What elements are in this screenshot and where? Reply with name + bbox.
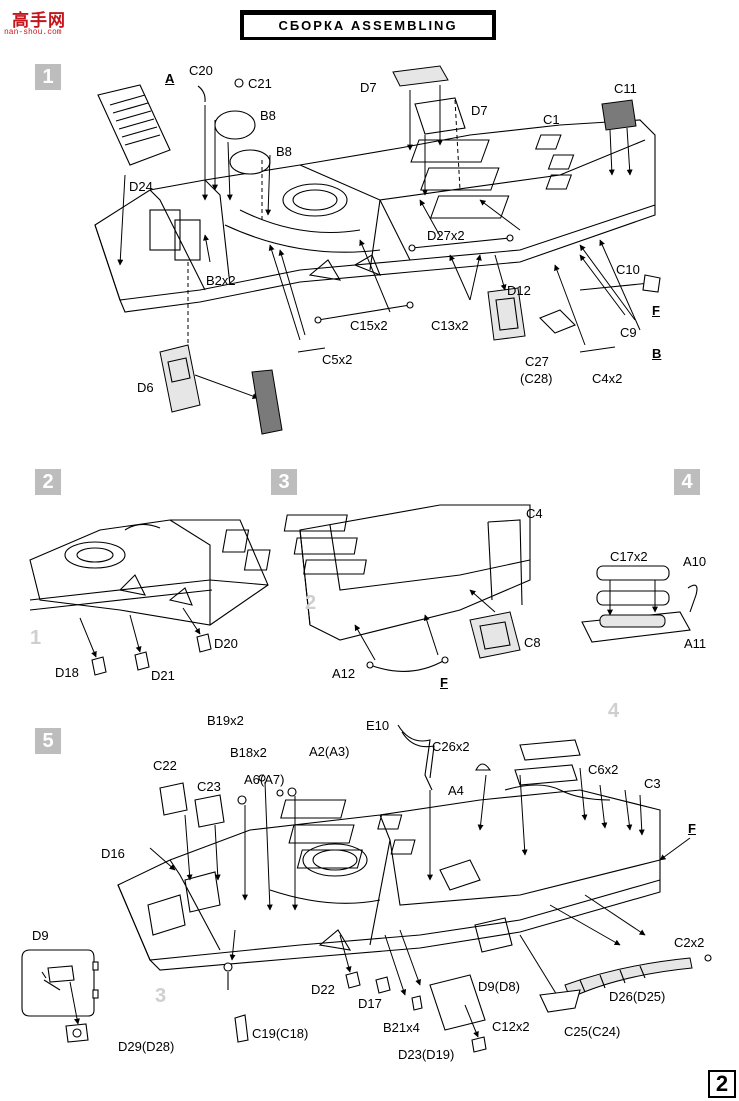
part-b8-top: B8 [260, 108, 276, 123]
part-d24: D24 [129, 179, 153, 194]
part-a4: A4 [448, 783, 464, 798]
part-d29-d28: D29(D28) [118, 1039, 175, 1054]
part-d7-right: D7 [471, 103, 488, 118]
part-c15x2: C15x2 [350, 318, 388, 333]
part-d21: D21 [151, 668, 175, 683]
page-title: СБОРКА ASSEMBLING [243, 14, 493, 38]
part-c20: C20 [189, 63, 213, 78]
step2-drawing [29, 519, 269, 676]
part-d26-d25: D26(D25) [609, 989, 666, 1004]
part-c26x2: C26x2 [432, 739, 470, 754]
part-a11: A11 [684, 636, 707, 651]
step-badge-2: 2 [35, 469, 61, 495]
part-c6x2: C6x2 [588, 762, 619, 777]
ref-letter-f: F [652, 303, 660, 318]
part-c19-c18: C19(C18) [252, 1026, 309, 1041]
part-c12x2: C12x2 [492, 1019, 530, 1034]
page-number: 2 [708, 1070, 736, 1098]
part-b2x2: B2x2 [206, 273, 236, 288]
ref-letter-a: A [165, 71, 175, 86]
ref-letter-f-step5: F [688, 821, 696, 836]
part-e10: E10 [366, 718, 390, 733]
part-a12: A12 [332, 666, 356, 681]
part-c9: C9 [620, 325, 637, 340]
part-c8: C8 [524, 635, 541, 650]
watermark-text: 高手网 [12, 11, 66, 31]
part-c2x2: C2x2 [674, 935, 705, 950]
part-d23-d19: D23(D19) [398, 1047, 455, 1062]
part-c5x2: C5x2 [322, 352, 353, 367]
part-c23: C23 [197, 779, 221, 794]
part-d27x2: D27x2 [427, 228, 465, 243]
ref-letter-b: B [652, 346, 662, 361]
part-c10: C10 [616, 262, 640, 277]
watermark-url: nan-shou.com [4, 28, 62, 37]
step-badge-3: 3 [271, 469, 297, 495]
part-a2-a3: A2(A3) [309, 744, 350, 759]
part-d18: D18 [55, 665, 79, 680]
part-c17x2: C17x2 [610, 549, 648, 564]
watermark-logo: 高手网 nan-shou.com [4, 4, 84, 40]
step-badge-4: 4 [674, 469, 700, 495]
ref-step3-ghost: 3 [155, 985, 167, 1007]
ref-step1-ghost: 1 [30, 627, 42, 649]
part-d12: D12 [507, 283, 531, 298]
step-badge-1: 1 [35, 64, 61, 90]
part-d22: D22 [311, 982, 335, 997]
part-d16: D16 [101, 846, 125, 861]
part-c4x2: C4x2 [592, 371, 623, 386]
part-c4: C4 [526, 506, 543, 521]
part-d17: D17 [358, 996, 382, 1011]
part-d9-inset-title: D9 [32, 928, 49, 943]
d9-inset-drawing [21, 949, 99, 1043]
part-a6-a7: A6(A7) [244, 772, 285, 787]
part-c1: C1 [543, 112, 560, 127]
ref-step4-ghost: 4 [608, 700, 620, 722]
part-b8-bottom: B8 [276, 144, 292, 159]
step3-drawing [222, 504, 531, 672]
part-c28: (C28) [520, 371, 553, 386]
part-b21x4: B21x4 [383, 1020, 420, 1035]
part-c11: C11 [614, 81, 637, 96]
part-c3: C3 [644, 776, 661, 791]
part-c25-c24: C25(C24) [564, 1024, 621, 1039]
part-d20: D20 [214, 636, 238, 651]
step-badge-5: 5 [35, 728, 61, 754]
step5-hull-drawing [117, 724, 712, 1053]
step1-hull-drawing [94, 65, 661, 435]
part-d6: D6 [137, 380, 154, 395]
ref-letter-f-step3: F [440, 675, 448, 690]
part-d7-left: D7 [360, 80, 377, 95]
part-b19x2: B19x2 [207, 713, 244, 728]
ref-step2-ghost: 2 [305, 592, 317, 614]
part-d9-d8: D9(D8) [478, 979, 520, 994]
part-c13x2: C13x2 [431, 318, 469, 333]
part-a10: A10 [683, 554, 707, 569]
part-c22: C22 [153, 758, 177, 773]
part-c27: C27 [525, 354, 549, 369]
part-c21: C21 [248, 76, 272, 91]
step4-drawing [581, 565, 698, 643]
part-b18x2: B18x2 [230, 745, 267, 760]
